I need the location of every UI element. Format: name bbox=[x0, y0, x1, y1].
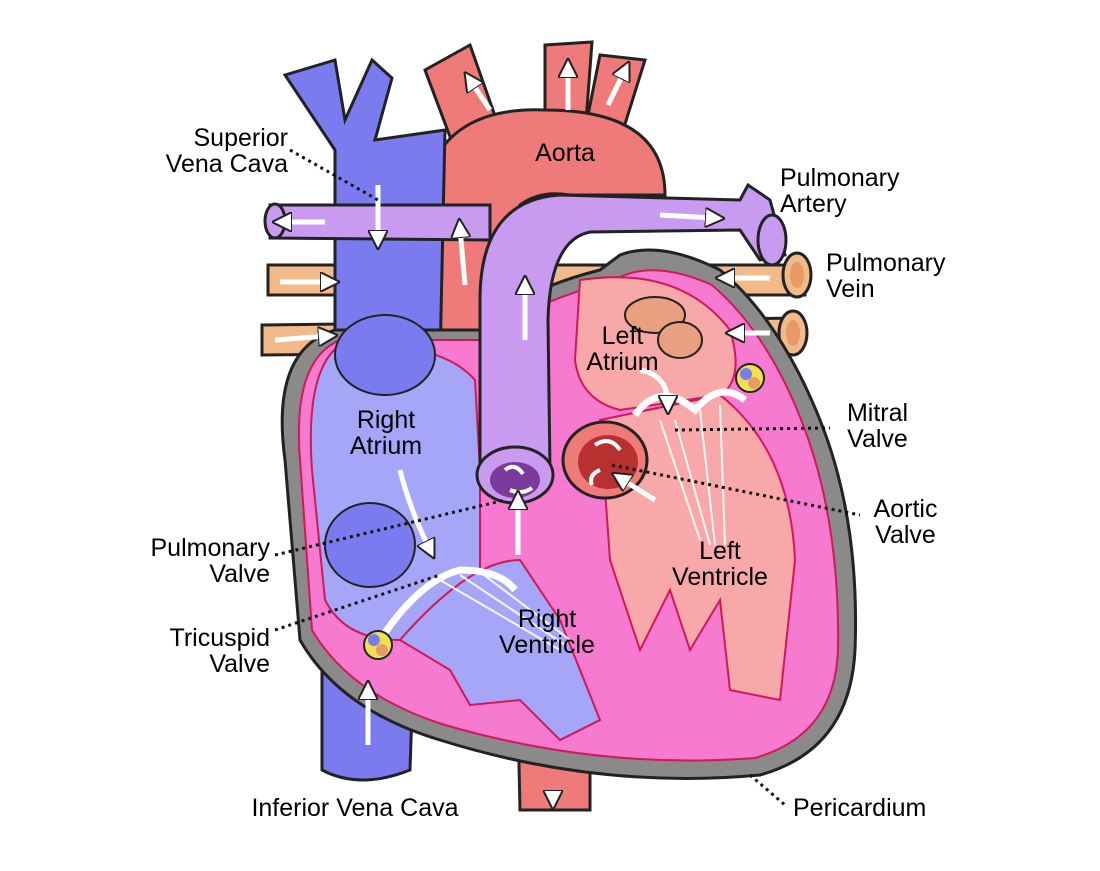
label-tricuspid-valve: Tricuspid Valve bbox=[169, 624, 271, 678]
left-atrium-chamber bbox=[573, 276, 737, 412]
right-ventricle-chamber bbox=[398, 558, 602, 742]
label-pericardium: Pericardium bbox=[793, 794, 927, 822]
label-right-atrium: Right Atrium bbox=[349, 406, 423, 460]
blood-flow-arrows bbox=[275, 68, 770, 800]
mitral-valve-shape bbox=[632, 388, 748, 418]
label-superior-vena-cava: Superior Vena Cava bbox=[165, 124, 288, 178]
label-aortic-valve: Aortic Valve bbox=[873, 495, 938, 549]
label-inferior-vena-cava: Inferior Vena Cava bbox=[251, 794, 459, 822]
label-right-ventricle: Right Ventricle bbox=[499, 605, 595, 659]
label-pulmonary-artery: Pulmonary Artery bbox=[780, 164, 900, 218]
label-aorta: Aorta bbox=[535, 139, 595, 167]
label-pulmonary-valve: Pulmonary Valve bbox=[150, 534, 271, 588]
label-mitral-valve: Mitral Valve bbox=[846, 399, 909, 453]
label-left-ventricle: Left Ventricle bbox=[672, 537, 768, 591]
leader-lines bbox=[274, 148, 861, 807]
label-pulmonary-vein: Pulmonary Vein bbox=[826, 249, 946, 303]
tricuspid-valve-shape bbox=[377, 566, 518, 642]
coronary-vessel-markers bbox=[363, 363, 765, 660]
label-left-atrium: Left Atrium bbox=[586, 322, 659, 376]
